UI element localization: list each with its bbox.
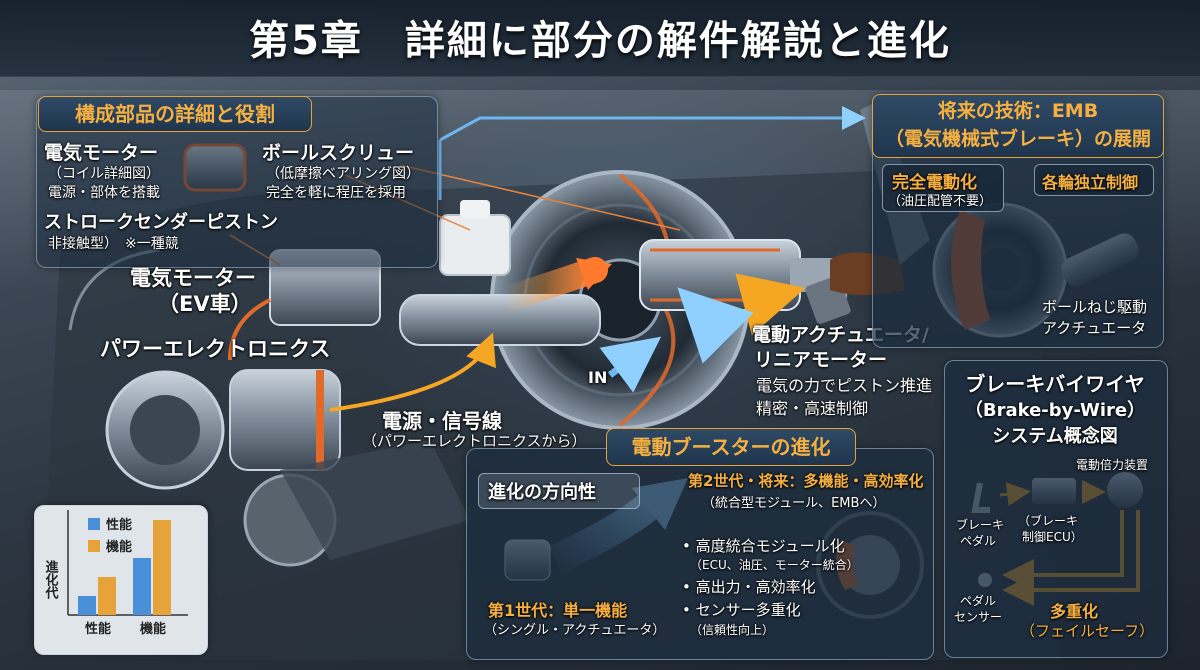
emb-header-line1: 将来の技術：EMB — [937, 100, 1099, 122]
stroke-title: ストロークセンダーピストン — [44, 212, 278, 233]
emb-ballscrew-1: ボールねじ駆動 — [1042, 298, 1148, 316]
bbw-ecu-label-2: 制御ECU） — [1022, 530, 1083, 544]
actuator-label2: リニアモーター — [754, 349, 888, 371]
full-electric-box — [882, 164, 1004, 212]
emb-header: 将来の技術：EMB （電気機械式ブレーキ）の展開 — [872, 94, 1164, 158]
bbw-redundancy-2: （フェイルセーフ） — [1020, 622, 1155, 640]
bbw-header-2: （Brake-by-Wire） — [964, 400, 1146, 421]
full-electric-sub: （油圧配管不要） — [888, 194, 993, 209]
motor-sub1: （コイル詳細図） — [48, 166, 160, 182]
signal-line — [329, 332, 496, 412]
bbw-sensor-label-2: センサー — [954, 610, 1003, 624]
title-bar — [0, 0, 1200, 77]
signal-line-label: 電源・信号線 — [382, 409, 502, 433]
bullet-3-sub: （信頼性向上） — [690, 623, 775, 637]
actuator-desc1: 電気の力でピストン推進 — [756, 376, 933, 395]
direction-label: 進化の方向性 — [488, 482, 596, 503]
motor-sub2: 電源・部体を搭載 — [48, 185, 160, 201]
bbw-ecu-label-1: （ブレーキ — [1018, 514, 1079, 528]
bullet-1-text: 高度統合モジュール化 — [695, 537, 845, 555]
bullet-2: • 高出力・高効率化 — [682, 578, 816, 596]
evolution-chart-panel — [34, 505, 208, 655]
independent-box — [1034, 164, 1154, 196]
signal-line-sub: （パワーエレクトロニクスから） — [362, 432, 587, 450]
emb-ballscrew-2: アクチュエータ — [1042, 319, 1147, 337]
evolution-header: 電動ブースターの進化 — [606, 428, 856, 466]
direction-box — [478, 473, 640, 509]
bullet-3: • センサー多重化 — [682, 601, 801, 619]
stroke-sub: 非接触型） ※一種競 — [48, 236, 179, 252]
emb-header-line2: （電気機械式ブレーキ）の展開 — [884, 128, 1151, 150]
force-arrow — [492, 257, 608, 313]
bbw-header-1: ブレーキバイワイヤ — [965, 372, 1145, 396]
independent-label: 各輪独立制御 — [1042, 173, 1139, 192]
motor-ev-line1: 電気モーター — [130, 266, 256, 290]
gen1-title: 第1世代：単一機能 — [488, 601, 628, 620]
ballscrew-title: ボールスクリュー — [262, 142, 415, 164]
gen2-title: 第2世代・将来：多機能・高効率化 — [688, 472, 924, 490]
bbw-pedal-label-1: ブレーキ — [956, 518, 1005, 532]
components-header: 構成部品の詳細と役割 — [38, 96, 312, 132]
motor-title: 電気モーター — [44, 142, 159, 164]
motor-ev-line2: （EV車） — [158, 292, 252, 316]
bbw-redundancy-1: 多重化 — [1050, 602, 1099, 621]
bullet-3-text: センサー多重化 — [695, 601, 801, 619]
gen1-sub: （シングル・アクチュエータ） — [484, 623, 666, 638]
in-label: IN — [588, 368, 608, 387]
fluid-reservoir — [439, 214, 511, 276]
bbw-assist-label: 電動倍力装置 — [1076, 458, 1149, 472]
power-electronics-label: パワーエレクトロニクス — [100, 337, 331, 361]
gen2-sub: （統合型モジュール、EMBへ） — [702, 496, 886, 511]
bullet-1-sub: （ECU、油圧、モーター統合） — [690, 558, 859, 572]
page-title: 第5章 詳細に部分の解件解説と進化 — [249, 18, 951, 64]
ballscrew-sub2: 完全を軽に程圧を採用 — [266, 185, 406, 201]
full-electric-label: 完全電動化 — [892, 173, 977, 193]
bbw-pedal-label-2: ペダル — [960, 534, 997, 548]
bbw-panel — [944, 360, 1168, 658]
actuator-desc2: 精密・高速制御 — [756, 399, 869, 418]
bullet-2-text: 高出力・高効率化 — [695, 578, 816, 596]
bbw-sensor-label-1: ペダル — [960, 594, 997, 608]
ballscrew-sub1: （低摩擦ベアリング図） — [266, 166, 420, 182]
bullet-1: • 高度統合モジュール化 — [682, 537, 845, 555]
bbw-header-3: システム概念図 — [992, 426, 1118, 447]
evolution-panel — [466, 448, 934, 660]
